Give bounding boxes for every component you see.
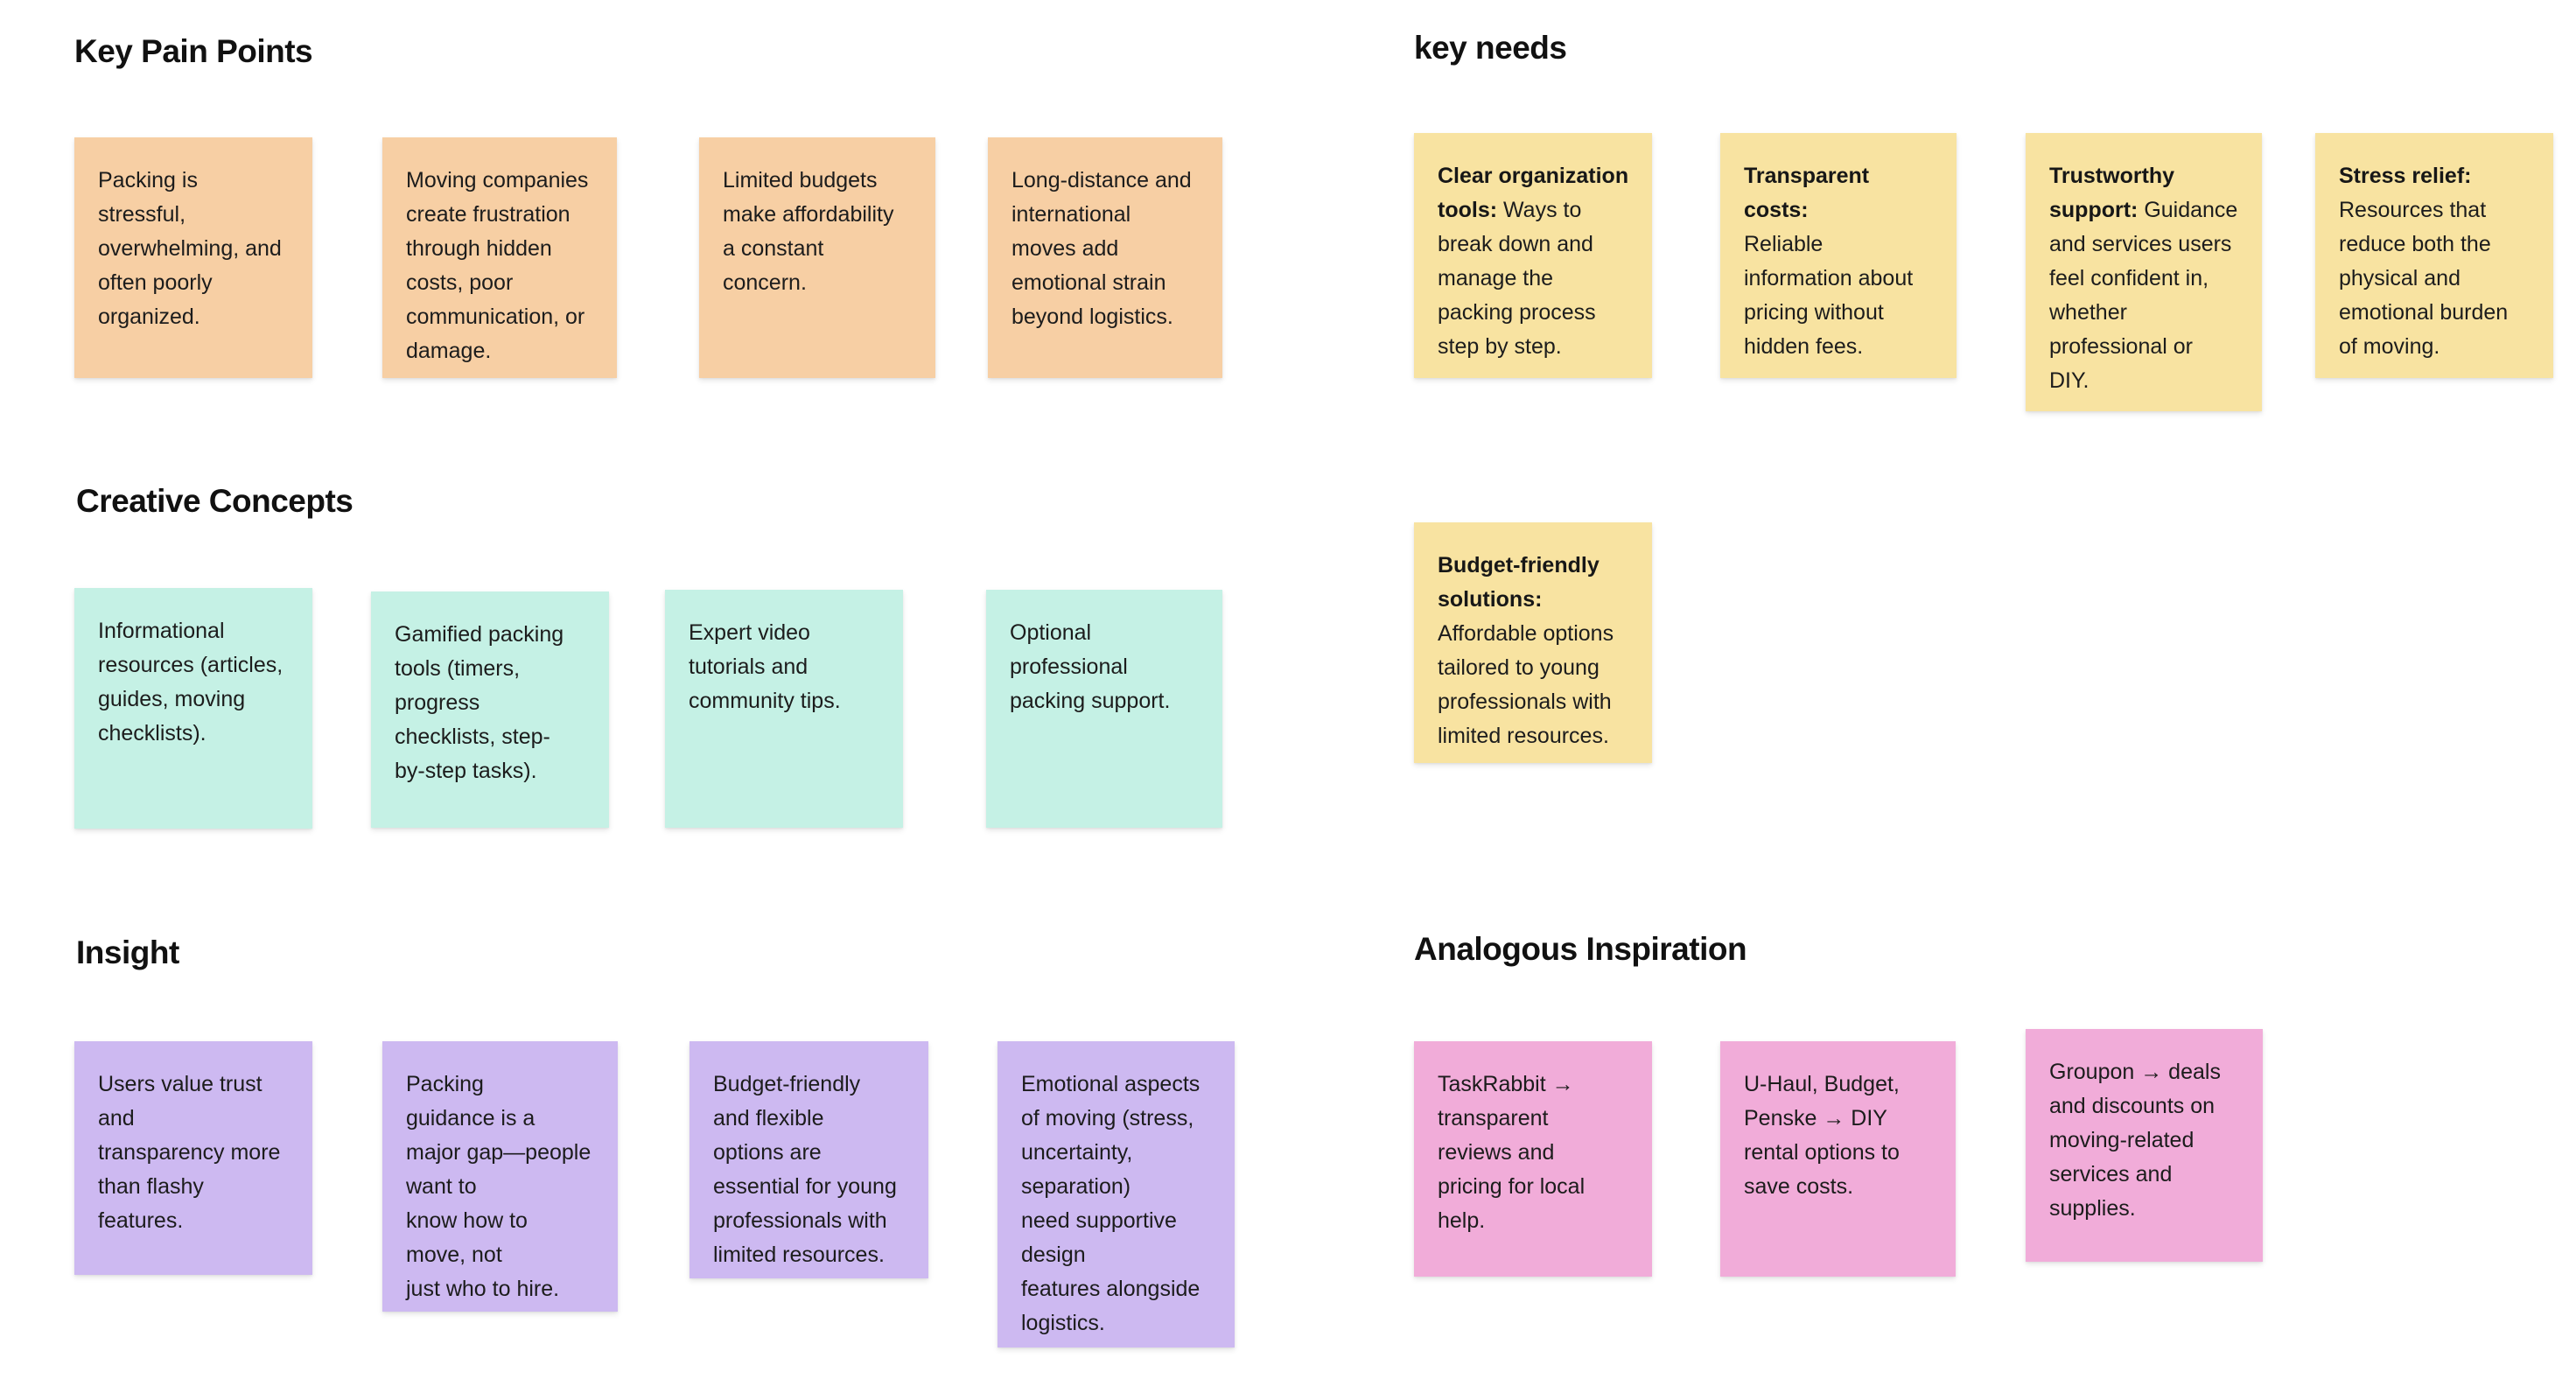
sticky-note-text: Gamified packing tools (timers, progress…: [395, 622, 564, 783]
sticky-note-key-needs-1[interactable]: Clear organization tools: Ways to break …: [1414, 133, 1652, 378]
sticky-note-text: Emotional aspects of moving (stress, unc…: [1021, 1072, 1200, 1335]
sticky-note-text: Budget-friendly solutions:: [1438, 553, 1600, 612]
sticky-note-text: Groupon → deals and discounts on moving-…: [2049, 1060, 2221, 1221]
sticky-note-insight-4[interactable]: Emotional aspects of moving (stress, unc…: [998, 1041, 1235, 1348]
sticky-note-key-pain-points-3[interactable]: Limited budgets make affordability a con…: [699, 137, 935, 378]
sticky-note-text: Guidance and services users feel confide…: [2049, 198, 2238, 393]
section-title-creative-concepts[interactable]: Creative Concepts: [76, 483, 354, 519]
sticky-note-text: Limited budgets make affordability a con…: [723, 168, 894, 295]
sticky-note-key-pain-points-4[interactable]: Long-distance and international moves ad…: [988, 137, 1222, 378]
sticky-note-text: U-Haul, Budget, Penske → DIY rental opti…: [1744, 1072, 1900, 1199]
sticky-note-text: Resources that reduce both the physical …: [2339, 198, 2509, 359]
sticky-note-text: Moving companies create frustration thro…: [406, 168, 589, 363]
sticky-note-key-needs-3[interactable]: Trustworthy support: Guidance and servic…: [2026, 133, 2262, 411]
sticky-note-text: Expert video tutorials and community tip…: [689, 620, 841, 713]
sticky-note-creative-concepts-1[interactable]: Informational resources (articles, guide…: [74, 588, 312, 829]
sticky-note-text: Packing is stressful, overwhelming, and …: [98, 168, 282, 329]
sticky-note-insight-1[interactable]: Users value trust and transparency more …: [74, 1041, 312, 1275]
sticky-note-key-needs-2[interactable]: Transparent costs: Reliable information …: [1720, 133, 1956, 378]
sticky-note-key-pain-points-2[interactable]: Moving companies create frustration thro…: [382, 137, 617, 378]
sticky-note-text: Clear organization tools:: [1438, 164, 1629, 222]
sticky-note-text: Packing guidance is a major gap—people w…: [406, 1072, 592, 1301]
sticky-note-analogous-inspiration-1[interactable]: TaskRabbit → transparent reviews and pri…: [1414, 1041, 1652, 1277]
section-title-insight[interactable]: Insight: [76, 934, 179, 970]
sticky-note-text: Stress relief:: [2339, 164, 2472, 188]
section-title-key-needs[interactable]: key needs: [1414, 30, 1567, 66]
sticky-note-insight-2[interactable]: Packing guidance is a major gap—people w…: [382, 1041, 618, 1312]
sticky-note-key-needs-4[interactable]: Stress relief: Resources that reduce bot…: [2315, 133, 2553, 378]
sticky-note-text: Budget-friendly and flexible options are…: [713, 1072, 897, 1267]
sticky-note-text: Long-distance and international moves ad…: [1012, 168, 1192, 329]
sticky-note-creative-concepts-3[interactable]: Expert video tutorials and community tip…: [665, 590, 903, 828]
sticky-note-creative-concepts-2[interactable]: Gamified packing tools (timers, progress…: [371, 592, 609, 828]
sticky-note-analogous-inspiration-3[interactable]: Groupon → deals and discounts on moving-…: [2026, 1029, 2263, 1262]
sticky-note-text: Informational resources (articles, guide…: [98, 619, 284, 746]
sticky-note-text: Users value trust and transparency more …: [98, 1072, 281, 1233]
sticky-note-key-pain-points-1[interactable]: Packing is stressful, overwhelming, and …: [74, 137, 312, 378]
sticky-note-text: TaskRabbit → transparent reviews and pri…: [1438, 1072, 1586, 1233]
section-title-key-pain-points[interactable]: Key Pain Points: [74, 33, 313, 69]
sticky-note-creative-concepts-4[interactable]: Optional professional packing support.: [986, 590, 1222, 828]
sticky-note-text: Optional professional packing support.: [1010, 620, 1171, 713]
sticky-note-text: Affordable options tailored to young pro…: [1438, 621, 1614, 748]
sticky-note-analogous-inspiration-2[interactable]: U-Haul, Budget, Penske → DIY rental opti…: [1720, 1041, 1956, 1277]
sticky-note-key-needs-5[interactable]: Budget-friendly solutions: Affordable op…: [1414, 522, 1652, 763]
section-title-analogous-inspiration[interactable]: Analogous Inspiration: [1414, 931, 1747, 967]
sticky-note-insight-3[interactable]: Budget-friendly and flexible options are…: [690, 1041, 928, 1278]
sticky-note-text: Ways to break down and manage the packin…: [1438, 198, 1596, 359]
sticky-note-text: Reliable information about pricing witho…: [1744, 232, 1914, 359]
sticky-note-text: Trustworthy support:: [2049, 164, 2175, 222]
sticky-note-text: Transparent costs:: [1744, 164, 1870, 222]
